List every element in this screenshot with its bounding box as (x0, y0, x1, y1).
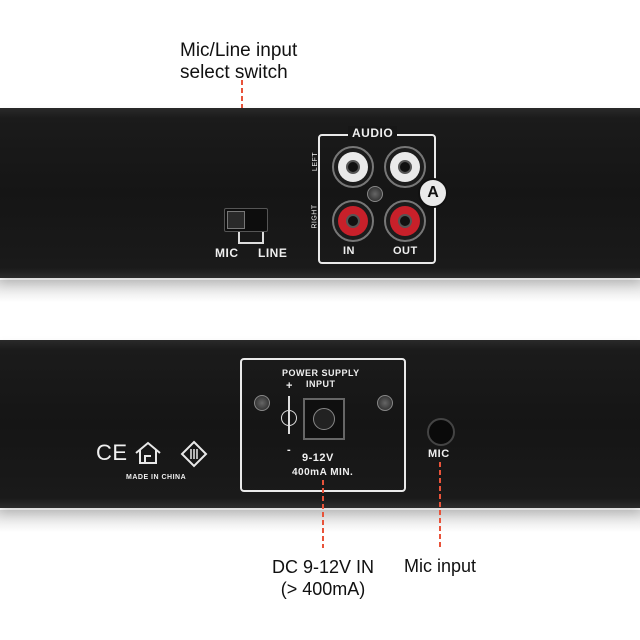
out-label: OUT (393, 245, 418, 257)
house-icon (133, 440, 163, 471)
rca-in-left-jack[interactable] (332, 146, 374, 188)
polarity-minus: - (287, 444, 292, 456)
dc-callout-line1: DC 9-12V IN (271, 557, 375, 577)
made-in-label: MADE IN CHINA (126, 474, 187, 481)
polarity-dot (281, 410, 297, 426)
rca-in-right-jack[interactable] (332, 200, 374, 242)
current-label: 400mA MIN. (292, 467, 354, 478)
mic-input-jack[interactable] (427, 418, 455, 446)
switch-callout: Mic/Line input select switch (180, 40, 297, 84)
rca-out-right-jack[interactable] (384, 200, 426, 242)
dc-power-jack[interactable] (303, 398, 345, 440)
left-label: LEFT (312, 151, 320, 172)
audio-badge: A (418, 178, 448, 208)
mic-leader-line (439, 462, 441, 548)
mic-callout: Mic input (404, 556, 477, 576)
voltage-label: 9-12V (302, 452, 334, 464)
power-title-line1: POWER SUPPLY (282, 368, 360, 378)
power-title-line2: INPUT (306, 379, 336, 389)
switch-label-mic: MIC (215, 246, 239, 260)
switch-callout-line2: select switch (180, 62, 288, 83)
rear-panel-top: MIC LINE AUDIO LEFT RIGHT IN OUT A (0, 108, 640, 278)
rear-panel-bottom: POWER SUPPLY INPUT + - 9-12V 400mA MIN. … (0, 340, 640, 508)
bottom-panel-reflection (0, 510, 640, 532)
audio-badge-letter: A (427, 184, 439, 201)
ce-mark: CE (96, 440, 128, 465)
dc-callout-line2: (> 400mA) (280, 579, 366, 599)
rca-out-left-jack[interactable] (384, 146, 426, 188)
mic-line-switch[interactable] (224, 208, 268, 232)
weee-icon (180, 440, 208, 473)
polarity-plus: + (286, 380, 293, 392)
center-screw (367, 186, 383, 202)
right-label: RIGHT (311, 204, 319, 229)
power-screw-left (254, 395, 270, 411)
top-panel-reflection (0, 280, 640, 302)
power-screw-right (377, 395, 393, 411)
switch-knob[interactable] (227, 211, 245, 229)
dc-leader-line (322, 480, 324, 548)
mic-label: MIC (428, 448, 450, 460)
switch-bracket (238, 232, 264, 244)
dc-callout: DC 9-12V IN (> 400mA) (258, 556, 388, 600)
in-label: IN (343, 245, 355, 257)
audio-label: AUDIO (348, 126, 398, 140)
switch-label-line: LINE (258, 246, 288, 260)
switch-callout-line1: Mic/Line input (180, 40, 298, 61)
